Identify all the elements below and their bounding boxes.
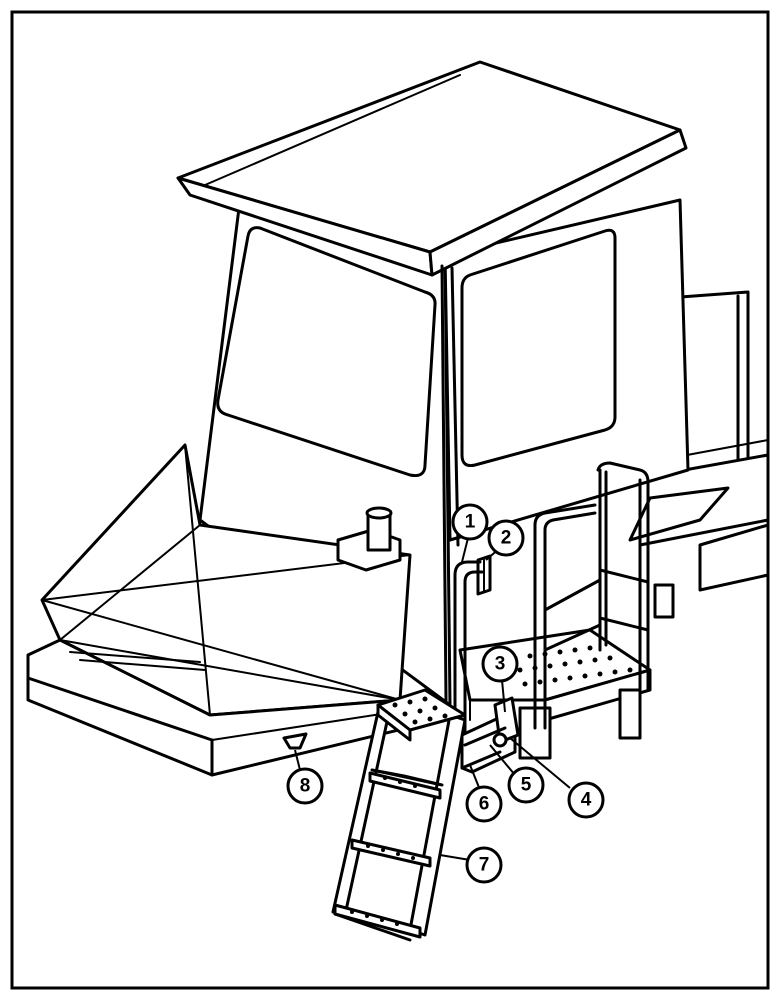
grab-handle bbox=[453, 554, 492, 762]
callout-7: 7 bbox=[465, 846, 503, 884]
step-stop-bracket bbox=[282, 732, 308, 750]
callout-1-label: 1 bbox=[465, 512, 476, 533]
callout-5: 5 bbox=[507, 766, 545, 804]
callout-1: 1 bbox=[451, 503, 489, 541]
callout-7-label: 7 bbox=[479, 855, 490, 876]
callout-4: 4 bbox=[567, 781, 605, 819]
callout-8: 8 bbox=[286, 767, 324, 805]
callout-2: 2 bbox=[487, 519, 525, 557]
callout-4-label: 4 bbox=[581, 790, 592, 811]
callout-3-label: 3 bbox=[495, 654, 506, 675]
callout-3: 3 bbox=[481, 645, 519, 683]
callout-8-label: 8 bbox=[300, 776, 311, 797]
callout-6: 6 bbox=[465, 785, 503, 823]
callout-2-label: 2 bbox=[501, 528, 512, 549]
guard-rails bbox=[533, 461, 650, 730]
callout-5-label: 5 bbox=[521, 775, 532, 796]
callout-6-label: 6 bbox=[479, 794, 490, 815]
step-ladder bbox=[331, 688, 467, 942]
ladder-holes bbox=[350, 696, 448, 926]
